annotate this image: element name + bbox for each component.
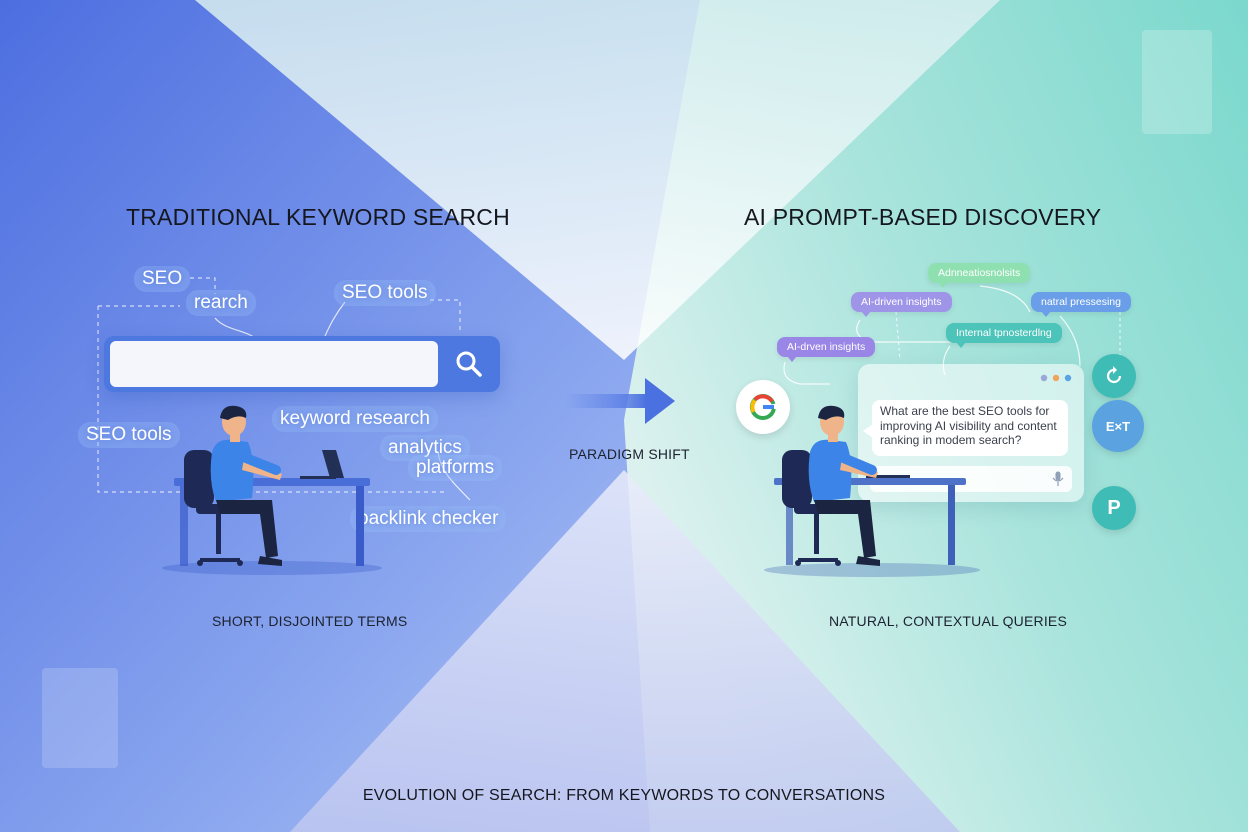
keyword-chip: SEO tools [78,422,180,448]
search-input[interactable] [110,341,438,387]
ai-topic-chip: Adnneatiosnolsits [928,263,1031,288]
keyword-chip: SEO [134,266,191,292]
keyword-chip: rearch [186,290,256,316]
search-bar[interactable] [104,336,500,392]
keyword-chip: backlink checker [350,506,507,532]
mic-icon[interactable] [1052,471,1064,487]
ai-topic-chip: natral pressesing [1031,292,1131,317]
search-icon [456,351,482,377]
keyword-chip: keyword research [272,406,438,432]
right-heading: AI PROMPT-BASED DISCOVERY [744,204,1102,230]
person-at-desk-illustration [764,405,980,577]
ai-topic-chip: AI-driven insights [851,292,952,317]
window-controls [1040,374,1072,382]
keyword-chip: SEO tools [334,280,436,306]
left-caption: SHORT, DISJOINTED TERMS [212,613,408,629]
refresh-icon [1092,354,1136,398]
p-badge: P [1092,486,1136,530]
left-heading: TRADITIONAL KEYWORD SEARCH [126,204,510,230]
person-at-desk-illustration [162,405,382,575]
footer-title: EVOLUTION OF SEARCH: FROM KEYWORDS TO CO… [362,787,886,804]
ai-topic-chip: AI-drven insights [777,337,876,362]
ai-topic-chip: Internal tpnosterdlng [946,323,1062,348]
google-icon [736,380,790,434]
keyword-chip: analytics [380,435,470,461]
chat-query-bubble: What are the best SEO tools for improvin… [863,400,1068,456]
right-caption: NATURAL, CONTEXTUAL QUERIES [829,613,1067,629]
paradigm-shift-label: PARADIGM SHIFT [569,446,690,462]
search-button[interactable] [438,336,500,392]
keyword-chip: platforms [408,455,503,481]
arrow-right-icon [565,378,675,424]
eeat-badge: E×T [1092,400,1144,452]
